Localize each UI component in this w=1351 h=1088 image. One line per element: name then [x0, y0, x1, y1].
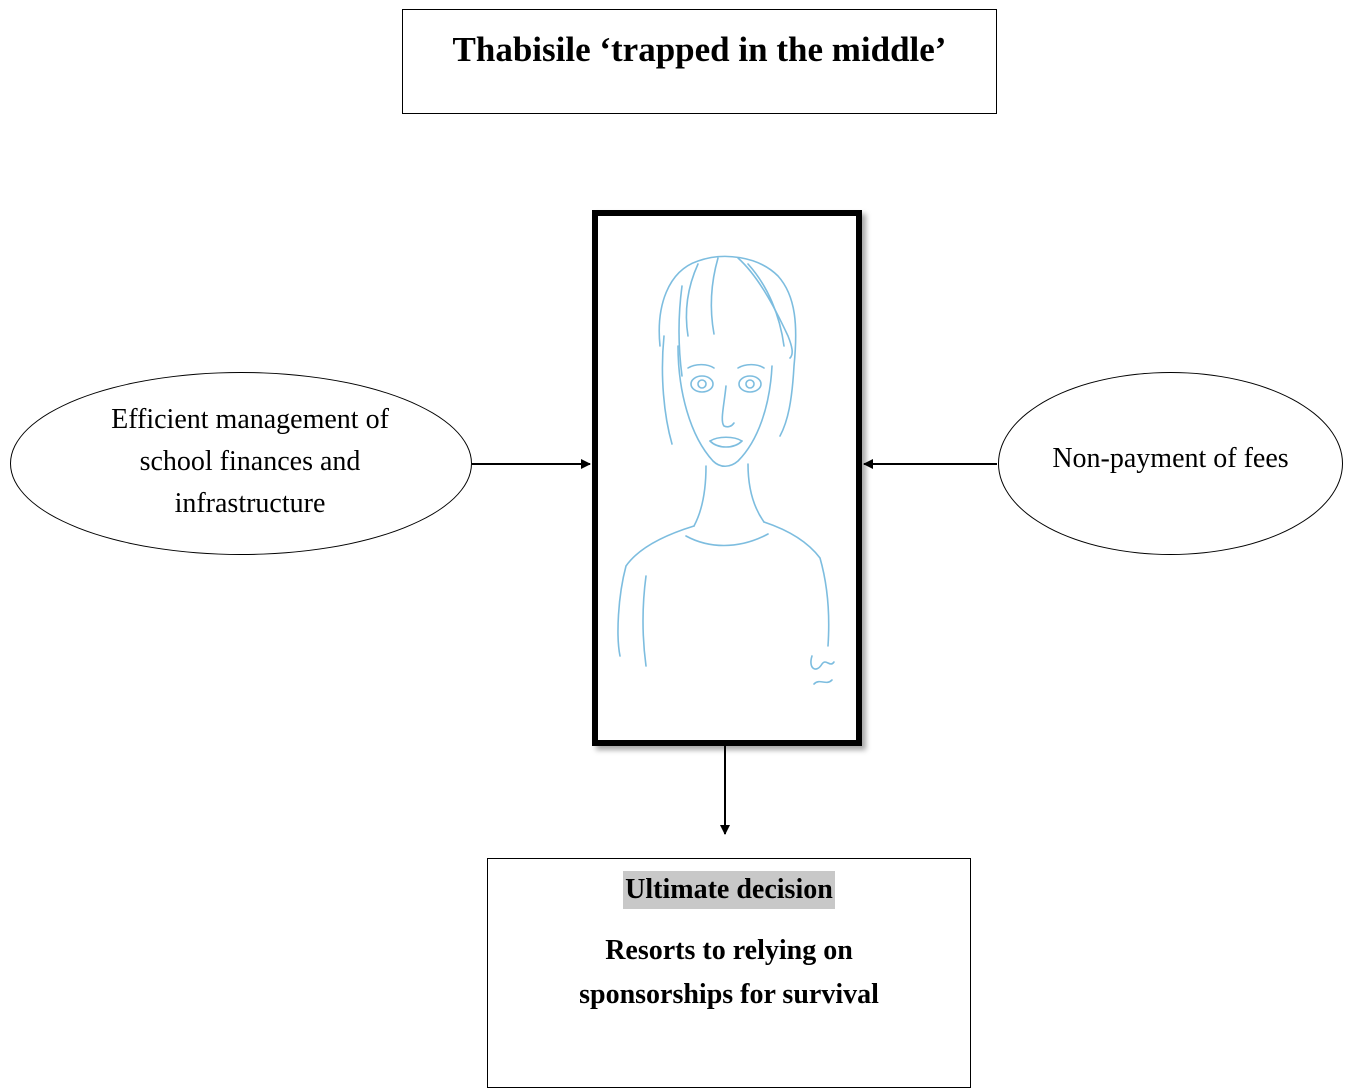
left-ellipse-text: Efficient management of school finances … [111, 403, 389, 519]
right-ellipse-text: Non-payment of fees [1052, 442, 1289, 474]
decision-box: Ultimate decision Resorts to relying on … [487, 858, 971, 1088]
title-box: Thabisile ‘trapped in the middle’ [402, 9, 997, 114]
woman-sketch-icon [617, 255, 835, 685]
right-ellipse: Non-payment of fees [998, 372, 1343, 555]
decision-heading: Ultimate decision [623, 871, 835, 909]
portrait-frame [592, 210, 862, 746]
left-ellipse: Efficient management of school finances … [10, 372, 472, 555]
diagram-title: Thabisile ‘trapped in the middle’ [452, 30, 947, 69]
decision-text: Resorts to relying on sponsorships for s… [579, 935, 879, 1010]
